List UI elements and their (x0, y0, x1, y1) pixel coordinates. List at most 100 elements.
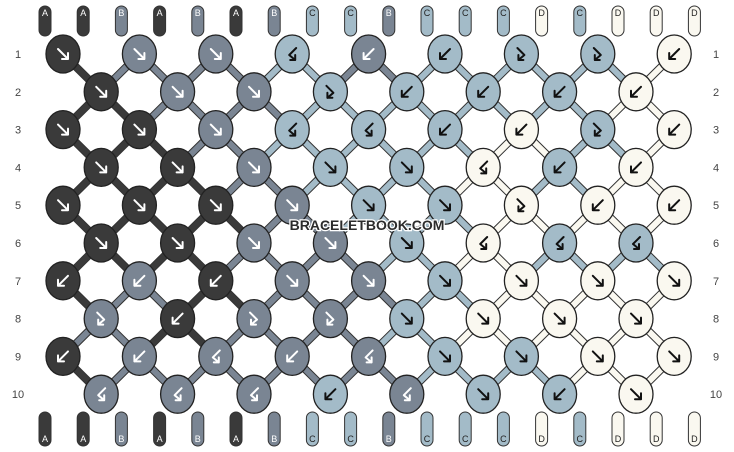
knot-oval (83, 298, 119, 339)
knot-oval (236, 298, 272, 339)
top-thread-label: C (500, 8, 507, 18)
bottom-thread-label: C (500, 434, 507, 444)
bottom-thread (687, 411, 701, 447)
bottom-thread-label: C (577, 434, 584, 444)
row-label-right: 7 (713, 276, 719, 288)
top-thread (420, 5, 434, 37)
bottom-thread (38, 411, 52, 447)
top-thread (649, 5, 663, 37)
knot (45, 336, 81, 377)
backward-knot-arrow-icon (362, 48, 375, 60)
top-thread-label: D (691, 8, 698, 18)
row-label-left: 1 (15, 49, 21, 61)
watermark: BRACELETBOOK.COM (290, 217, 445, 233)
row-label-right: 4 (713, 162, 719, 174)
knot (465, 147, 501, 188)
bottom-thread (305, 411, 319, 447)
top-thread-label: A (80, 8, 86, 18)
top-thread (153, 5, 167, 37)
top-thread-label: B (118, 8, 124, 18)
knot (656, 261, 692, 301)
knot (274, 185, 310, 225)
top-thread (573, 5, 587, 37)
knot (580, 185, 616, 225)
knot (618, 298, 654, 339)
bottom-thread-label: B (386, 434, 392, 444)
backward-forward-knot-arrow-icon (173, 387, 183, 402)
forward-knot-arrow-icon (515, 274, 528, 287)
backward-knot-arrow-icon (630, 161, 642, 174)
top-thread-label: C (424, 8, 431, 18)
backward-forward-knot-arrow-icon (632, 236, 641, 250)
bottom-thread (114, 411, 128, 447)
knot (159, 223, 196, 263)
top-thread (229, 5, 243, 37)
backward-knot-arrow-icon (324, 388, 337, 401)
row-label-right: 2 (713, 87, 719, 99)
forward-backward-knot-arrow-icon (516, 47, 526, 61)
knot-oval (503, 34, 540, 74)
knot (312, 298, 349, 339)
backward-knot-arrow-icon (439, 48, 451, 60)
forward-knot-arrow-icon (95, 161, 108, 174)
bottom-thread (649, 411, 663, 447)
bottom-thread (458, 411, 472, 447)
knot-oval (198, 336, 234, 377)
bottom-thread-label: A (42, 434, 48, 444)
bottom-thread-label: D (653, 434, 660, 444)
knot (580, 109, 616, 150)
forward-knot-arrow-icon (630, 388, 642, 401)
knot (465, 374, 501, 414)
forward-knot-arrow-icon (400, 161, 413, 174)
top-thread-label: C (347, 8, 354, 18)
knot (541, 298, 578, 339)
top-thread (191, 5, 205, 37)
backward-forward-knot-arrow-icon (402, 387, 412, 402)
backward-knot-arrow-icon (133, 350, 146, 363)
top-thread-label: A (157, 8, 163, 18)
backward-knot-arrow-icon (400, 85, 413, 98)
top-thread-label: B (195, 8, 201, 18)
backward-forward-knot-arrow-icon (479, 236, 489, 250)
row-label-right: 1 (713, 49, 719, 61)
forward-knot-arrow-icon (477, 388, 490, 401)
forward-backward-knot-arrow-icon (516, 198, 526, 213)
forward-knot-arrow-icon (400, 312, 413, 325)
backward-forward-knot-arrow-icon (364, 122, 374, 137)
top-thread (496, 5, 510, 37)
knot (465, 298, 501, 339)
top-thread (114, 5, 128, 37)
knot (656, 34, 692, 74)
knot (83, 72, 119, 112)
top-thread-label: C (462, 8, 469, 18)
forward-knot-arrow-icon (591, 350, 604, 363)
knot (83, 298, 119, 339)
knot (198, 34, 234, 74)
top-thread (76, 5, 90, 37)
knot (389, 374, 425, 414)
bottom-thread-label: C (347, 434, 354, 444)
top-thread (535, 5, 549, 37)
row-label-right: 9 (713, 351, 719, 363)
top-thread-label: D (615, 8, 622, 18)
knot (350, 261, 387, 301)
knot-oval (159, 374, 196, 414)
knot (618, 72, 654, 112)
row-label-right: 3 (713, 125, 719, 137)
forward-knot-arrow-icon (286, 274, 299, 287)
top-thread (382, 5, 396, 37)
knot (121, 34, 158, 74)
knot-oval (541, 223, 578, 263)
knot (312, 374, 349, 414)
knot (580, 261, 616, 301)
forward-knot-arrow-icon (171, 161, 184, 174)
forward-knot-arrow-icon (553, 312, 566, 325)
row-label-left: 6 (15, 238, 21, 250)
row-label-right: 8 (713, 314, 719, 326)
knot (121, 261, 158, 301)
row-label-left: 5 (15, 200, 21, 212)
forward-knot-arrow-icon (515, 350, 528, 363)
backward-knot-arrow-icon (57, 350, 69, 363)
backward-knot-arrow-icon (553, 161, 566, 174)
